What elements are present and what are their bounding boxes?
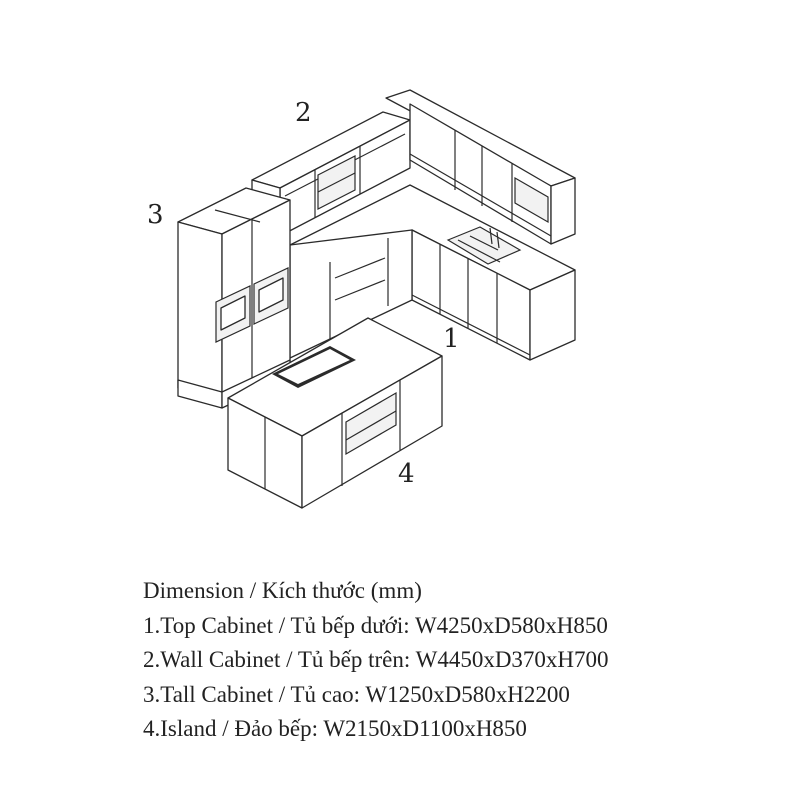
tall-cabinet — [177, 187, 291, 409]
island — [227, 317, 443, 509]
callout-tall-cabinet: 3 — [147, 200, 164, 230]
kitchen-isometric-drawing — [177, 89, 576, 509]
callout-top-cabinet: 1 — [443, 324, 460, 354]
legend-heading: Dimension / Kích thước (mm) — [143, 578, 422, 603]
legend-item-tall-cabinet: 3.Tall Cabinet / Tủ cao: W1250xD580xH220… — [143, 681, 570, 707]
legend-item-island: 4.Island / Đảo bếp: W2150xD1100xH850 — [143, 716, 527, 741]
callout-wall-cabinet: 2 — [295, 98, 312, 128]
legend-item-top-cabinet: 1.Top Cabinet / Tủ bếp dưới: W4250xD580x… — [143, 612, 608, 638]
wall-cabinet-run-right — [385, 89, 576, 245]
base-cabinet-run-right — [411, 229, 576, 361]
base-cabinet-run-left — [289, 229, 413, 359]
dimension-legend: Dimension / Kích thước (mm) 1.Top Cabine… — [143, 574, 609, 747]
legend-item-wall-cabinet: 2.Wall Cabinet / Tủ bếp trên: W4450xD370… — [143, 647, 609, 672]
callout-island: 4 — [398, 459, 415, 489]
